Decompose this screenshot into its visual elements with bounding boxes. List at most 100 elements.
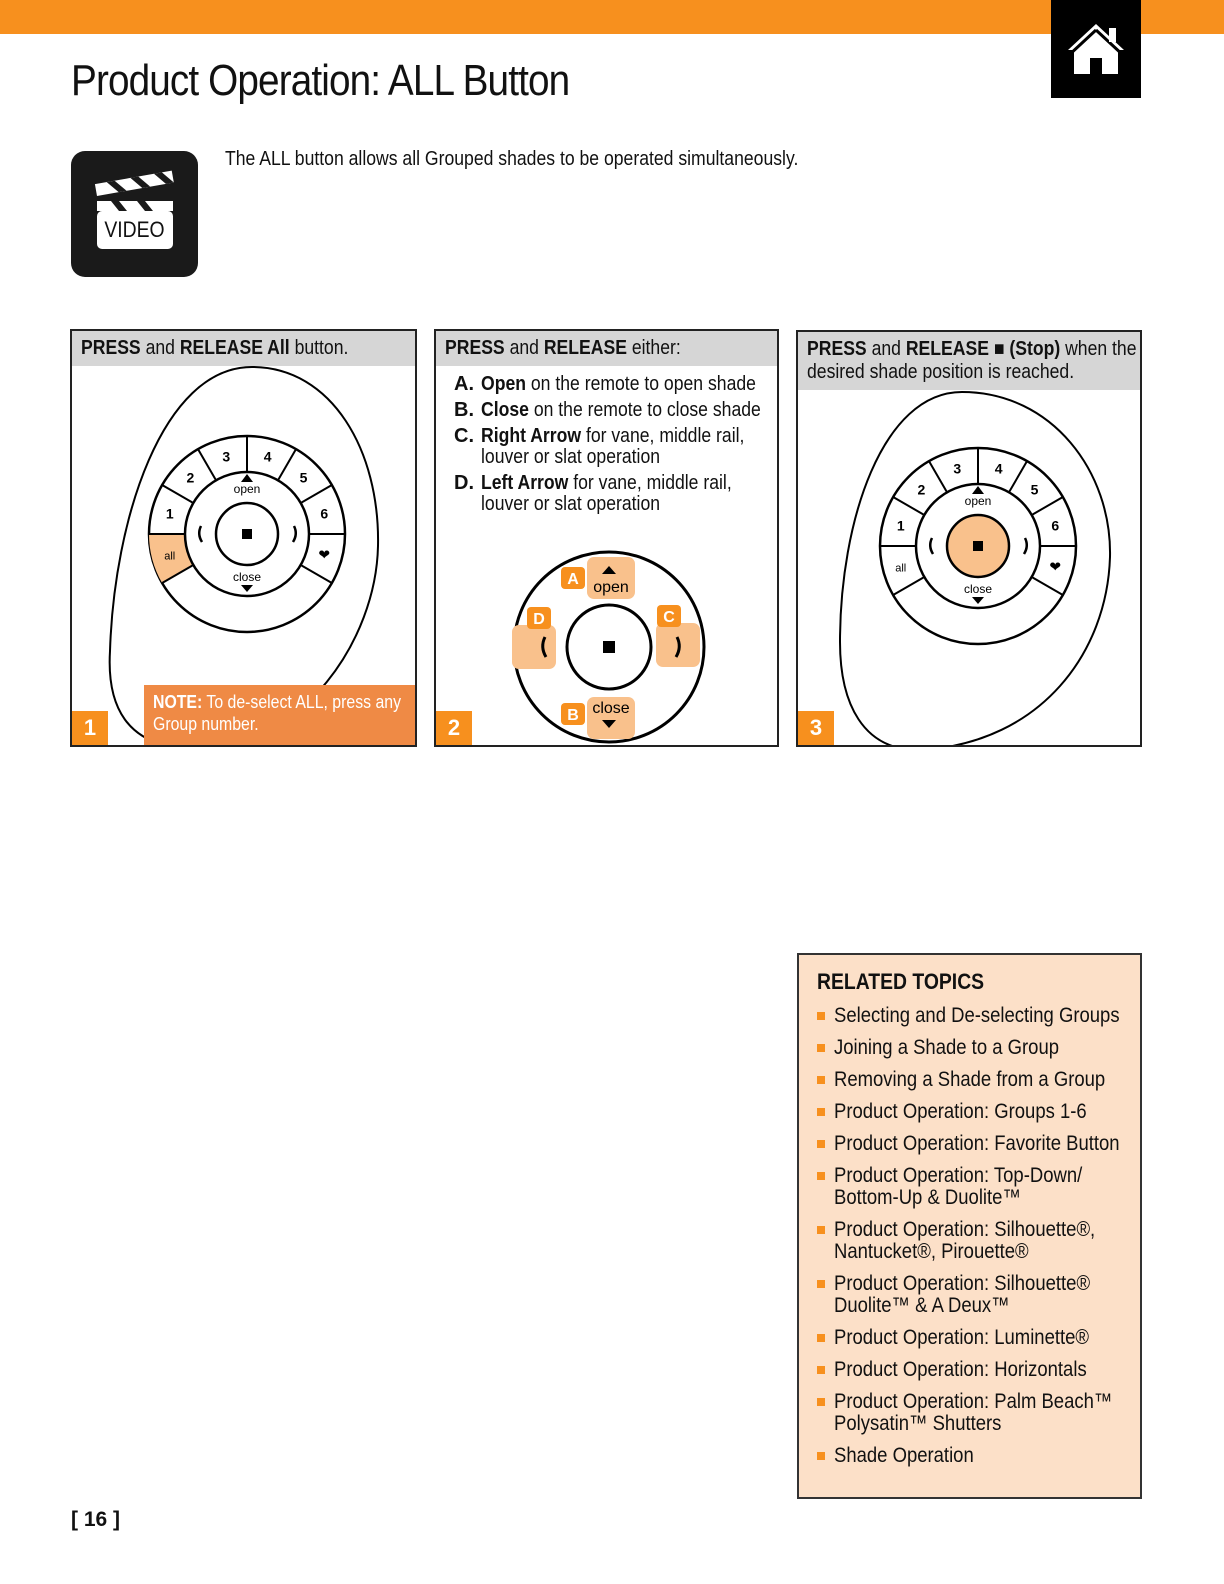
- header-text: PRESS: [81, 337, 141, 359]
- item-bold: Open: [481, 373, 526, 395]
- callout-b: [561, 703, 585, 725]
- bullet-icon: [817, 1172, 825, 1180]
- open-button[interactable]: open: [234, 482, 261, 496]
- bullet-icon: [817, 1076, 825, 1084]
- group-button-6[interactable]: 6: [1051, 517, 1059, 533]
- related-topic-link[interactable]: Selecting and De-selecting Groups: [817, 1005, 1122, 1027]
- group-button-1[interactable]: 1: [897, 517, 905, 533]
- right-arrow-icon[interactable]: [1022, 537, 1028, 555]
- item-text: on the remote to close shade: [528, 399, 761, 421]
- bullet-icon: [817, 1366, 825, 1374]
- group-button-5[interactable]: 5: [300, 469, 308, 485]
- stop-icon: [242, 529, 252, 539]
- related-topic-label: Product Operation: Luminette®: [834, 1326, 1090, 1349]
- callout-label: A: [567, 571, 579, 588]
- related-topic-link[interactable]: Product Operation: Top-Down/ Bottom-Up &…: [817, 1165, 1122, 1209]
- close-button[interactable]: close: [964, 582, 992, 596]
- right-arrow-icon: [674, 636, 681, 658]
- note-label: NOTE:: [153, 692, 203, 712]
- item-bold: Close: [481, 399, 529, 421]
- callout-label: D: [533, 611, 545, 628]
- callout-c: [657, 605, 681, 627]
- group-button-1[interactable]: 1: [166, 505, 174, 521]
- related-topic-link[interactable]: Product Operation: Groups 1-6: [817, 1101, 1122, 1123]
- left-arrow-icon: [541, 636, 548, 658]
- bullet-icon: [817, 1044, 825, 1052]
- header-text: PRESS: [807, 338, 867, 360]
- item-text: for vane, middle rail, louver or slat op…: [481, 425, 745, 468]
- related-topic-link[interactable]: Joining a Shade to a Group: [817, 1037, 1122, 1059]
- related-topic-label: Selecting and De-selecting Groups: [834, 1004, 1120, 1027]
- related-topic-link[interactable]: Product Operation: Silhouette® Duolite™ …: [817, 1273, 1122, 1317]
- group-button-4[interactable]: 4: [995, 461, 1003, 477]
- group-button-4[interactable]: 4: [264, 449, 272, 465]
- page-number: [ 16 ]: [71, 1508, 121, 1531]
- step-2-header: PRESS and RELEASE either:: [436, 331, 777, 366]
- note-box: NOTE: To de-select ALL, press any Group …: [144, 685, 415, 745]
- note-text: To de-select ALL, press any Group number…: [153, 692, 401, 734]
- left-arrow-icon[interactable]: [198, 525, 204, 543]
- group-button-3[interactable]: 3: [953, 461, 961, 477]
- header-text: either:: [626, 337, 681, 359]
- related-title: RELATED TOPICS: [817, 969, 985, 994]
- item-bold: Right Arrow: [481, 425, 582, 447]
- header-text: and: [140, 337, 180, 359]
- related-topic-link[interactable]: Product Operation: Palm Beach™ Polysatin…: [817, 1391, 1122, 1435]
- related-topic-link[interactable]: Product Operation: Luminette®: [817, 1327, 1122, 1349]
- bullet-icon: [817, 1226, 825, 1234]
- right-arrow-icon[interactable]: [291, 525, 297, 543]
- all-button[interactable]: all: [895, 563, 906, 575]
- home-button[interactable]: [1051, 0, 1141, 98]
- open-arrow-icon: [241, 474, 253, 482]
- group-button-3[interactable]: 3: [222, 449, 230, 465]
- open-button-highlight[interactable]: [587, 557, 635, 599]
- remote-illustration: all 1 2 3 4 5 6 ❤ open close: [108, 365, 380, 745]
- callout-d: [527, 607, 551, 629]
- bullet-icon: [817, 1452, 825, 1460]
- all-button[interactable]: all: [164, 551, 175, 563]
- group-button-6[interactable]: 6: [320, 505, 328, 521]
- open-label: open: [593, 579, 629, 596]
- open-arrow-icon: [602, 566, 616, 574]
- related-topic-link[interactable]: Product Operation: Silhouette®, Nantucke…: [817, 1219, 1122, 1263]
- related-topic-label: Product Operation: Top-Down/ Bottom-Up &…: [834, 1164, 1083, 1209]
- item-letter: A.: [454, 373, 474, 395]
- header-text: when the desired shade position is reach…: [807, 338, 1137, 383]
- related-topic-link[interactable]: Removing a Shade from a Group: [817, 1069, 1122, 1091]
- video-button[interactable]: VIDEO: [71, 151, 198, 277]
- related-topic-link[interactable]: Product Operation: Favorite Button: [817, 1133, 1122, 1155]
- group-button-2[interactable]: 2: [918, 481, 926, 497]
- group-button-5[interactable]: 5: [1031, 481, 1039, 497]
- header-text: RELEASE ■ (Stop): [905, 338, 1061, 360]
- callout-label: B: [567, 707, 579, 724]
- close-button[interactable]: close: [233, 570, 261, 584]
- open-button[interactable]: open: [965, 494, 992, 508]
- related-topic-link[interactable]: Product Operation: Horizontals: [817, 1359, 1122, 1381]
- item-letter: D.: [454, 472, 474, 494]
- top-accent-bar: [0, 0, 1224, 34]
- group-button-2[interactable]: 2: [187, 469, 195, 485]
- step-number: 1: [72, 711, 108, 745]
- item-text: for vane, middle rail, louver or slat op…: [481, 472, 732, 515]
- related-topic-label: Joining a Shade to a Group: [834, 1036, 1060, 1059]
- open-arrow-icon: [972, 486, 984, 494]
- bullet-icon: [817, 1140, 825, 1148]
- video-label: VIDEO: [104, 217, 165, 242]
- related-topic-link[interactable]: Shade Operation: [817, 1445, 1122, 1467]
- item-letter: C.: [454, 425, 474, 447]
- close-button-highlight[interactable]: [587, 697, 635, 739]
- action-item: A.Open on the remote to open shade: [454, 374, 759, 395]
- related-topic-label: Product Operation: Silhouette®, Nantucke…: [834, 1218, 1096, 1263]
- header-text: RELEASE All: [179, 337, 290, 359]
- favorite-heart-icon[interactable]: ❤: [318, 547, 330, 563]
- close-arrow-icon: [241, 585, 253, 592]
- action-item: B.Close on the remote to close shade: [454, 399, 761, 421]
- close-arrow-icon: [602, 720, 616, 728]
- favorite-heart-icon[interactable]: ❤: [1049, 559, 1061, 575]
- left-button-highlight[interactable]: [512, 625, 556, 669]
- left-arrow-icon[interactable]: [929, 537, 935, 555]
- close-label: close: [592, 700, 629, 717]
- callout-a: [561, 567, 585, 589]
